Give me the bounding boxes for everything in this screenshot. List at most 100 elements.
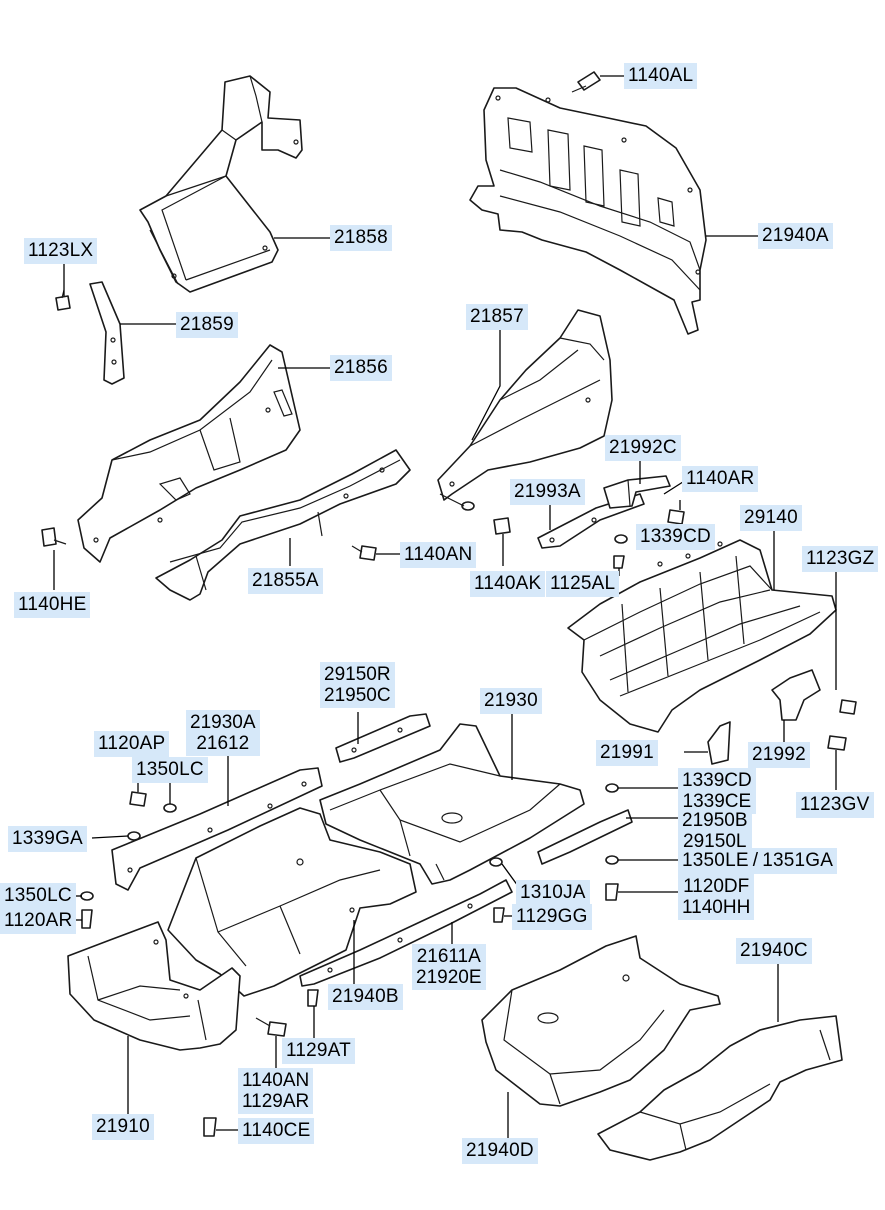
label-1140AR: 1140AR [682, 466, 759, 492]
label-29150R-21950C: 29150R 21950C [320, 662, 395, 708]
label-21992: 21992 [748, 742, 810, 768]
label-21920E: 21920E [416, 967, 482, 988]
label-1140AL: 1140AL [624, 63, 698, 89]
label-1350LC-upper: 1350LC [132, 757, 208, 783]
nut-1339GA [127, 831, 141, 841]
label-21940C: 21940C [736, 938, 812, 964]
label-21950C: 21950C [324, 685, 391, 706]
label-21910: 21910 [92, 1114, 154, 1140]
label-29150R: 29150R [324, 664, 391, 685]
bolt-1140AR [667, 509, 685, 525]
label-21856: 21856 [330, 355, 392, 381]
label-1120AP: 1120AP [94, 731, 170, 757]
part-21930A-rail [111, 767, 323, 891]
label-1123GV: 1123GV [796, 792, 874, 818]
label-1123GZ: 1123GZ [802, 546, 879, 572]
label-1129GG: 1129GG [512, 904, 592, 930]
bolt-1140HE [41, 527, 67, 547]
label-1140AK: 1140AK [470, 571, 546, 597]
label-21992C: 21992C [605, 435, 681, 461]
bolt-1140AN-upper [351, 545, 377, 561]
part-21940C-shield [597, 1015, 843, 1161]
label-1339CD-1339CE: 1339CD 1339CE [678, 768, 756, 814]
label-21991: 21991 [596, 740, 658, 766]
part-21910-tray [67, 921, 241, 1051]
label-21612: 21612 [196, 733, 250, 754]
bolt-1123GZ [839, 699, 857, 715]
label-21940A: 21940A [758, 223, 833, 249]
label-1310JA: 1310JA [516, 880, 590, 906]
label-1129AT: 1129AT [282, 1038, 355, 1064]
label-21930A-21612: 21930A 21612 [186, 710, 260, 756]
part-21992-bracket [771, 669, 821, 721]
nut-1339CD-lower [605, 783, 619, 793]
label-21950B: 21950B [682, 810, 748, 831]
part-21858-shield [139, 75, 303, 293]
part-21859-bracket [89, 281, 125, 385]
label-1339CD-upper: 1339CD [636, 524, 715, 550]
label-21940D: 21940D [462, 1138, 538, 1164]
label-21611A-21920E: 21611A 21920E [412, 944, 486, 990]
part-21857-shield [437, 309, 613, 501]
bolt-1120AP [129, 791, 147, 807]
label-1140CE: 1140CE [238, 1118, 315, 1144]
label-1140AN-1129AR: 1140AN 1129AR [238, 1068, 314, 1114]
nut-1350LE [605, 855, 619, 865]
bolt-1120AR [81, 909, 93, 929]
label-29150L: 29150L [683, 831, 747, 852]
nut-1310JA [489, 857, 503, 867]
bolt-1129GG [493, 907, 505, 923]
label-1350LC-lower: 1350LC [0, 883, 76, 909]
bolt-1129AT [307, 989, 319, 1007]
part-21930-tray [319, 723, 585, 885]
label-21858: 21858 [330, 225, 392, 251]
label-21930: 21930 [480, 688, 542, 714]
part-21856-shield [77, 344, 301, 563]
part-21611A-rail [299, 879, 513, 987]
part-21991-bracket [707, 721, 731, 765]
part-21940D-shield [481, 935, 721, 1107]
label-1350LE-1351GA: 1350LE / 1351GA [678, 848, 838, 874]
label-1339CD-lower: 1339CD [682, 770, 752, 791]
bolt-1120DF [605, 883, 619, 901]
label-1125AL: 1125AL [546, 571, 620, 597]
label-1120DF: 1120DF [683, 876, 750, 897]
label-21855A: 21855A [248, 568, 323, 594]
label-1339GA: 1339GA [8, 826, 87, 852]
bolt-1140AN-lower [255, 1017, 287, 1037]
label-1140HE: 1140HE [14, 592, 91, 618]
part-29140-tray [567, 539, 837, 733]
part-21855A-shield [155, 449, 411, 601]
label-29140: 29140 [740, 505, 802, 531]
label-1120DF-1140HH: 1120DF 1140HH [678, 874, 755, 920]
part-21940A-shield [469, 87, 707, 335]
bolt-1140CE [203, 1117, 217, 1137]
nut-1350LC-lower [80, 891, 94, 901]
part-21950B-bracket [537, 809, 633, 865]
label-1123LX: 1123LX [24, 238, 98, 264]
part-29150R-bracket [335, 713, 431, 763]
bolt-1140AK [439, 493, 511, 535]
label-21940B: 21940B [328, 984, 403, 1010]
label-1140HH: 1140HH [682, 897, 751, 918]
label-21930A: 21930A [190, 712, 256, 733]
nut-1350LC-upper [163, 803, 177, 813]
label-1120AR: 1120AR [0, 908, 77, 934]
bolt-1123LX [55, 289, 71, 311]
label-1140AN-lower: 1140AN [242, 1070, 310, 1091]
bolt-1125AL [613, 555, 625, 569]
label-1140AN-upper: 1140AN [400, 542, 477, 568]
label-21611A: 21611A [416, 946, 481, 967]
label-21859: 21859 [176, 312, 238, 338]
part-21992C-bracket [603, 475, 671, 509]
label-21993A: 21993A [510, 479, 585, 505]
bolt-1140AL [571, 71, 601, 93]
label-1339CE: 1339CE [682, 791, 752, 812]
label-21857: 21857 [466, 304, 528, 330]
nut-1339CD-upper [614, 534, 628, 544]
label-21950B-29150L: 21950B 29150L [678, 808, 752, 854]
part-21940B-shield [167, 807, 417, 997]
bolt-1123GV [827, 735, 847, 751]
label-1129AR: 1129AR [242, 1091, 310, 1112]
